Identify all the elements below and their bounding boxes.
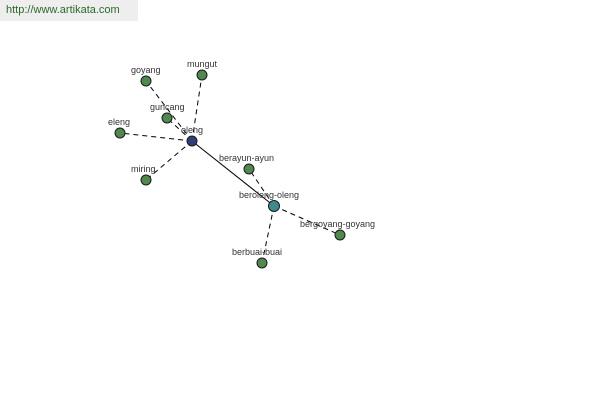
source-url[interactable]: http://www.artikata.com bbox=[0, 0, 138, 21]
node-oleng[interactable] bbox=[186, 135, 198, 147]
node-label-bergoyang-goyang[interactable]: bergoyang-goyang bbox=[300, 219, 375, 229]
node-label-miring[interactable]: miring bbox=[131, 164, 156, 174]
edge-oleng-guncang bbox=[166, 117, 193, 142]
edge-oleng-goyang bbox=[145, 80, 193, 142]
edge-beroleng-oleng-bergoyang-goyang bbox=[273, 205, 341, 236]
edge-oleng-eleng bbox=[119, 132, 193, 142]
node-beroleng-oleng[interactable] bbox=[268, 200, 280, 212]
graph-edges bbox=[119, 74, 341, 264]
node-label-berbuai-buai[interactable]: berbuai-buai bbox=[232, 247, 282, 257]
node-label-guncang[interactable]: guncang bbox=[150, 102, 185, 112]
node-eleng[interactable] bbox=[114, 127, 126, 139]
node-label-mungut[interactable]: mungut bbox=[187, 59, 218, 69]
node-label-oleng[interactable]: oleng bbox=[181, 125, 203, 135]
node-bergoyang-goyang[interactable] bbox=[334, 229, 346, 241]
node-goyang[interactable] bbox=[140, 75, 152, 87]
node-label-eleng[interactable]: eleng bbox=[108, 117, 130, 127]
node-guncang[interactable] bbox=[161, 112, 173, 124]
edge-oleng-miring bbox=[145, 140, 193, 181]
edge-beroleng-oleng-berbuai-buai bbox=[261, 205, 275, 264]
graph-nodes bbox=[114, 69, 346, 269]
node-label-berayun-ayun[interactable]: berayun-ayun bbox=[219, 153, 274, 163]
graph-labels: oleng goyang mungut guncang eleng miring beray… bbox=[108, 59, 375, 257]
edge-beroleng-oleng-berayun-ayun bbox=[248, 168, 275, 207]
node-miring[interactable] bbox=[140, 174, 152, 186]
node-berayun-ayun[interactable] bbox=[243, 163, 255, 175]
edge-oleng-mungut bbox=[191, 74, 203, 142]
edge-oleng-beroleng-oleng bbox=[191, 140, 275, 207]
node-mungut[interactable] bbox=[196, 69, 208, 81]
node-berbuai-buai[interactable] bbox=[256, 257, 268, 269]
node-label-goyang[interactable]: goyang bbox=[131, 65, 161, 75]
node-label-beroleng-oleng[interactable]: beroleng-oleng bbox=[239, 190, 299, 200]
